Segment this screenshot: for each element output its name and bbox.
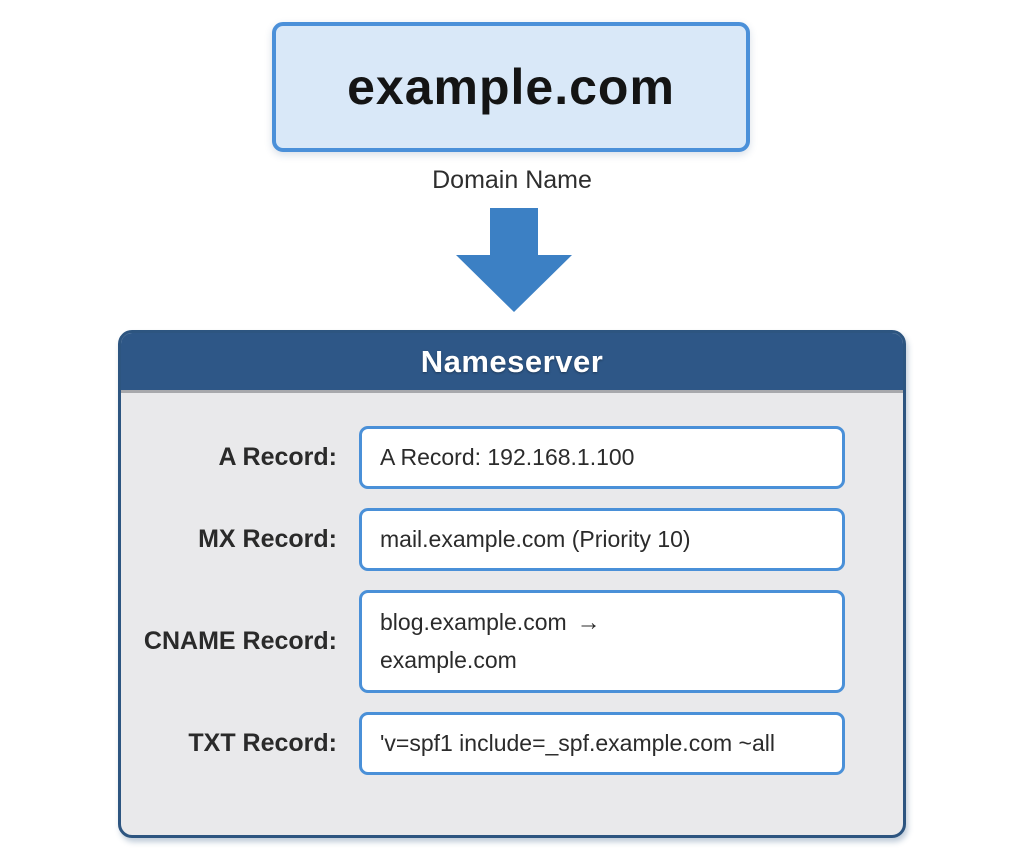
domain-name-label: example.com <box>347 59 675 115</box>
record-rows: A Record: A Record: 192.168.1.100 MX Rec… <box>121 393 903 775</box>
cname-record-line1: blog.example.com → <box>380 603 824 643</box>
nameserver-title: Nameserver <box>420 343 604 379</box>
a-record-value: A Record: 192.168.1.100 <box>380 444 635 470</box>
domain-name-caption: Domain Name <box>432 166 592 194</box>
mx-record-field[interactable]: mail.example.com (Priority 10) <box>359 507 845 571</box>
cname-record-row: CNAME Record: blog.example.com → example.… <box>141 589 845 694</box>
down-arrow-icon <box>456 208 572 312</box>
mx-record-label: MX Record: <box>198 524 337 553</box>
txt-record-label: TXT Record: <box>188 728 337 757</box>
cname-record-source: blog.example.com <box>380 608 567 635</box>
nameserver-panel: Nameserver A Record: A Record: 192.168.1… <box>118 330 906 838</box>
a-record-row: A Record: A Record: 192.168.1.100 <box>141 426 845 489</box>
cname-record-label: CNAME Record: <box>143 626 337 655</box>
a-record-label: A Record: <box>218 442 337 471</box>
cname-record-target: example.com <box>380 647 517 674</box>
right-arrow-icon: → <box>576 608 601 636</box>
a-record-field[interactable]: A Record: 192.168.1.100 <box>359 426 845 489</box>
mx-record-value: mail.example.com (Priority 10) <box>380 525 691 552</box>
domain-name-box: example.com <box>272 22 750 152</box>
txt-record-field[interactable]: 'v=spf1 include=_spf.example.com ~all <box>359 712 845 775</box>
mx-record-row: MX Record: mail.example.com (Priority 10… <box>141 507 845 571</box>
txt-record-row: TXT Record: 'v=spf1 include=_spf.example… <box>141 712 845 775</box>
cname-record-field[interactable]: blog.example.com → example.com <box>359 589 845 694</box>
txt-record-value: 'v=spf1 include=_spf.example.com ~all <box>380 730 775 757</box>
nameserver-header: Nameserver <box>121 333 903 393</box>
